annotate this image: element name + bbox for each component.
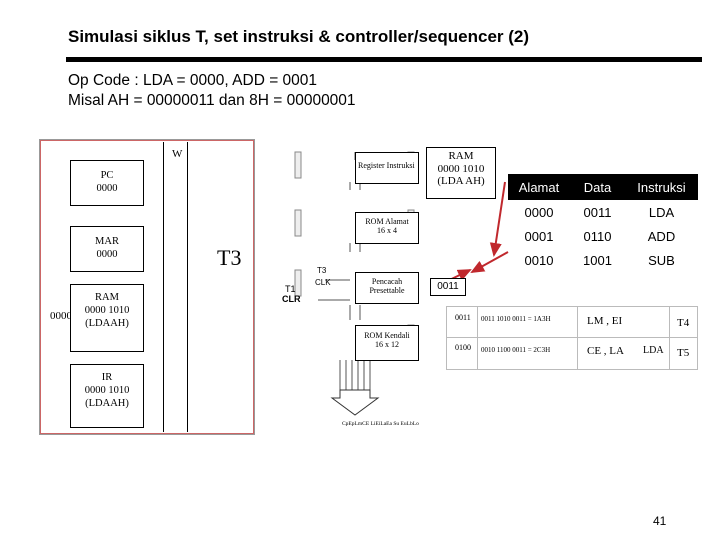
memory-table-header: Alamat Data Instruksi [508, 174, 698, 200]
ram-callout-label: RAM [448, 150, 474, 162]
w-bus-divider [163, 142, 164, 432]
ir-line1: 0000 1010 [84, 385, 130, 397]
mini-word-1: 0010 1100 0011 = 2C3H [481, 346, 551, 354]
mar-name: MAR [95, 236, 119, 247]
w-bus-label: W [172, 148, 183, 160]
rom-alamat-block: ROM Alamat 16 x 4 [355, 212, 419, 244]
header-instruksi: Instruksi [637, 179, 686, 195]
mini-addr-1: 0100 [455, 343, 471, 352]
cell-instruksi: LDA [648, 204, 675, 220]
cell-data: 0110 [583, 228, 612, 244]
arrow-to-callout [489, 181, 506, 257]
mini-col-divider-1 [477, 307, 478, 369]
rom-kendali-block: ROM Kendali 16 x 12 [355, 325, 419, 361]
title-underline [66, 57, 702, 62]
mini-signals-0: LM , EI [587, 315, 623, 327]
rom-kendali-size: 16 x 12 [375, 340, 399, 349]
ram-callout-instr: (LDA AH) [437, 175, 485, 188]
cell-alamat: 0000 [524, 204, 554, 220]
data-callout-box: 0011 [430, 278, 466, 296]
cell-alamat: 0001 [524, 228, 554, 244]
w-bus-divider-2 [187, 142, 188, 432]
left-register-diagram: W T3 0000 PC 0000 MAR 0000 RAM 0000 1010… [39, 139, 255, 435]
header-data: Data [583, 179, 612, 195]
controller-block-diagram: Register Instruksi ROM Alamat 16 x 4 Pen… [280, 140, 430, 435]
red-frame [40, 140, 254, 434]
cell-instruksi: ADD [647, 228, 676, 244]
mini-state-0: T4 [677, 317, 690, 329]
mini-signals-1: CE , LA [587, 345, 624, 357]
table-row: 0001 0110 ADD [508, 224, 698, 248]
clr-input-label: CLR [282, 294, 301, 304]
mini-state-1: T5 [677, 347, 690, 359]
ir-line2: (LDAAH) [85, 398, 129, 410]
ram-name: RAM [95, 292, 119, 303]
opcode-line: Op Code : LDA = 0000, ADD = 0001 [68, 72, 318, 89]
ram-callout-value: 0000 1010 [437, 162, 485, 175]
cell-alamat: 0010 [524, 252, 554, 268]
mar-value: 0000 [96, 249, 118, 261]
table-row: 0000 0011 LDA [508, 200, 698, 224]
mini-instr-1: LDA [643, 345, 664, 356]
slide-title: Simulasi siklus T, set instruksi & contr… [68, 27, 530, 46]
control-rom-mini-table: 0011 0011 1010 0011 = 1A3H LM , EI T4 01… [446, 306, 698, 370]
arrow-to-data [470, 251, 509, 273]
example-line: Misal AH = 00000011 dan 8H = 00000001 [68, 92, 356, 109]
ram-line2: (LDAAH) [85, 318, 129, 330]
mini-word-0: 0011 1010 0011 = 1A3H [481, 315, 551, 323]
rom-kendali-label: ROM Kendali [364, 331, 410, 340]
memory-table: Alamat Data Instruksi 0000 0011 LDA 0001… [508, 174, 698, 272]
pencacah-label: Pencacah [371, 277, 403, 286]
mini-addr-0: 0011 [455, 313, 471, 322]
mar-register: MAR 0000 [70, 226, 144, 272]
pc-register: PC 0000 [70, 160, 144, 206]
rom-alamat-label: ROM Alamat [365, 217, 409, 226]
t1-input-label: T1 [285, 284, 296, 294]
register-instruksi-block [355, 152, 419, 184]
page-number: 41 [653, 514, 667, 528]
ram-callout-box: RAM 0000 1010 (LDA AH) [426, 147, 496, 199]
ram-register: RAM 0000 1010 (LDAAH) [70, 284, 144, 352]
pc-value: 0000 [96, 183, 118, 195]
cell-instruksi: SUB [648, 252, 675, 268]
pc-name: PC [100, 170, 114, 181]
ram-line1: 0000 1010 [84, 305, 130, 317]
presettable-label: Presettable [369, 286, 405, 295]
pencacah-block: Pencacah Presettable [355, 272, 419, 304]
rom-alamat-size: 16 x 4 [377, 226, 397, 235]
register-instruksi-label: Register Instruksi [358, 161, 415, 170]
mini-row-divider [447, 337, 697, 338]
cell-data: 1001 [583, 252, 612, 268]
mini-col-divider-2 [577, 307, 578, 369]
side-value: 0000 [50, 310, 72, 322]
ir-register: IR 0000 1010 (LDAAH) [70, 364, 144, 428]
header-alamat: Alamat [518, 179, 560, 195]
table-row: 0010 1001 SUB [508, 248, 698, 272]
ir-name: IR [101, 372, 113, 383]
t3-input-label: T3 [317, 266, 327, 275]
control-bus-label: CpEpLmCE LiEiLaEa Su EuLbLo [342, 421, 419, 427]
cell-data: 0011 [583, 204, 612, 220]
clk-input-label: CLK [315, 278, 331, 287]
mini-col-divider-3 [669, 307, 670, 369]
state-label: T3 [217, 245, 242, 270]
